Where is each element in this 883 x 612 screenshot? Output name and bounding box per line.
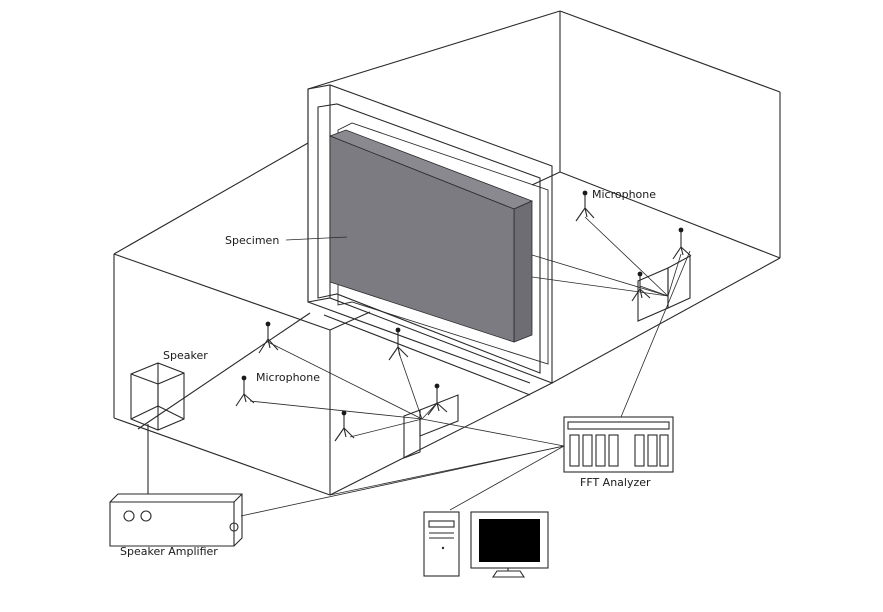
microphone-stand	[258, 324, 279, 354]
monitor-screen	[479, 519, 540, 562]
computer-tower	[423, 511, 460, 577]
microphone-stand	[334, 413, 355, 442]
source-room	[113, 142, 553, 496]
specimen-leader-line	[285, 236, 348, 241]
microphone-stand	[388, 330, 409, 361]
receiving-junction-panels	[637, 255, 691, 322]
speaker-label: Speaker	[163, 349, 208, 362]
speaker-box	[130, 362, 185, 431]
source-junction-panels	[403, 394, 459, 459]
tower-power-led	[441, 546, 445, 550]
measurement-cables	[240, 216, 691, 517]
microphone-heads	[241, 190, 684, 416]
source-microphone-label: Microphone	[256, 371, 321, 384]
speaker-amplifier-label: Speaker Amplifier	[120, 545, 218, 558]
computer-monitor	[470, 511, 549, 578]
microphone-stand	[575, 193, 595, 222]
microphone-stand	[672, 230, 692, 260]
specimen-label: Specimen	[225, 234, 280, 247]
microphone-stand	[631, 274, 651, 302]
speaker-amplifier	[109, 493, 243, 547]
microphone-stand	[427, 386, 448, 416]
specimen-panel	[328, 129, 534, 343]
receiving-microphone-label: Microphone	[592, 188, 657, 201]
microphone-stand	[235, 378, 255, 407]
receiving-room	[307, 10, 781, 384]
fft-analyzer	[563, 416, 674, 473]
fft-analyzer-label: FFT Analyzer	[580, 476, 651, 489]
